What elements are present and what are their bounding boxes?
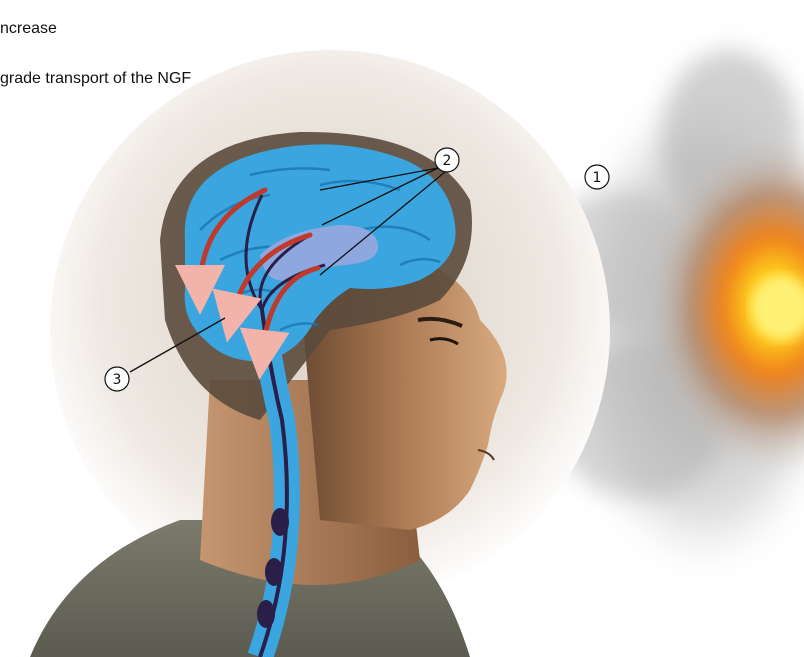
svg-text:3: 3 <box>113 372 122 388</box>
callout-3: 3 <box>105 367 129 391</box>
callout-2: 2 <box>435 148 459 172</box>
svg-text:1: 1 <box>593 170 602 186</box>
svg-text:2: 2 <box>443 153 452 169</box>
callout-1: 1 <box>585 165 609 189</box>
